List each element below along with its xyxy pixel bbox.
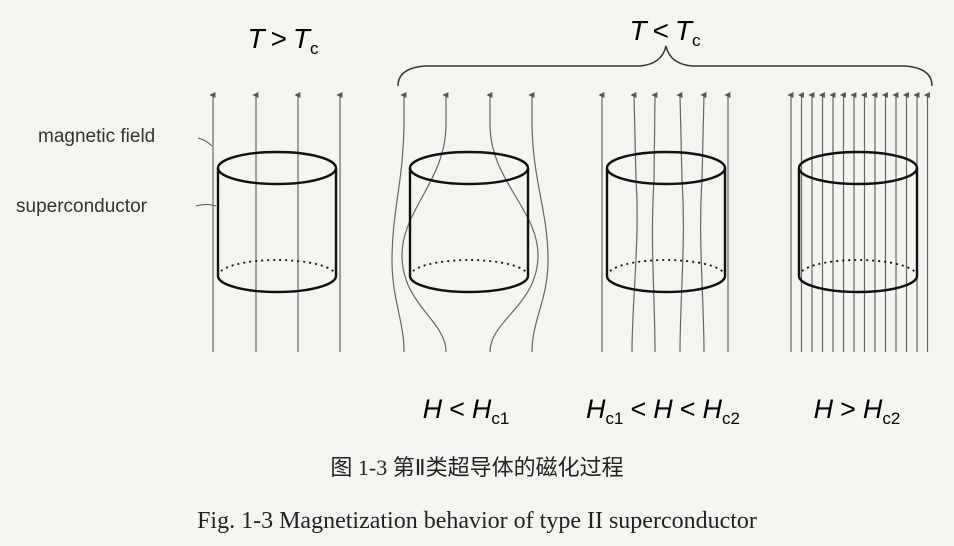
cylinder-bottom-front <box>605 275 727 294</box>
cylinder-top-ellipse <box>605 150 727 186</box>
cylinder-bottom-back <box>606 259 726 277</box>
condition-normal: T>Tc <box>247 23 319 58</box>
label-superconductor-leader <box>195 204 217 207</box>
curly-brace <box>397 45 933 87</box>
cylinder-bottom-front <box>216 275 338 294</box>
caption-english: Fig. 1-3 Magnetization behavior of type … <box>197 508 757 534</box>
cylinder-top-ellipse <box>408 150 530 186</box>
regime-label-low: H<Hc1 <box>423 394 510 428</box>
condition-superconducting: T<Tc <box>629 15 701 50</box>
cylinder-bottom-front <box>408 275 530 294</box>
regime-label-high: H>Hc2 <box>814 394 901 428</box>
cylinder-top-ellipse <box>216 150 338 186</box>
cylinder-top-ellipse <box>797 150 919 186</box>
field-lines <box>209 91 930 353</box>
cylinder-high <box>797 150 919 294</box>
cylinder-bottom-back <box>217 259 337 277</box>
cylinder-bottom-front <box>797 275 919 294</box>
cylinder-bottom-back <box>798 259 918 277</box>
label-superconductor: superconductor <box>16 196 148 217</box>
regime-label-mixed: Hc1<H<Hc2 <box>586 394 740 428</box>
field-line-mixed-3 <box>651 92 658 353</box>
cylinder-normal <box>216 150 338 294</box>
caption-chinese: 图 1-3 第Ⅱ类超导体的磁化过程 <box>330 455 624 480</box>
field-line-mixed-2 <box>630 91 638 353</box>
cylinder-meissner <box>408 150 530 294</box>
field-line-mixed-5 <box>700 92 707 353</box>
field-line-mixed-4 <box>676 91 684 353</box>
field-line-meissner-4 <box>528 92 549 353</box>
cylinder-bottom-back <box>409 259 529 277</box>
label-magnetic-field-leader <box>197 137 213 147</box>
field-line-meissner-3 <box>486 92 539 353</box>
cylinder-mixed <box>605 150 727 294</box>
field-line-meissner-1 <box>391 92 407 353</box>
field-line-meissner-2 <box>401 92 449 353</box>
label-magnetic-field: magnetic field <box>38 126 155 147</box>
cylinders <box>216 150 919 294</box>
